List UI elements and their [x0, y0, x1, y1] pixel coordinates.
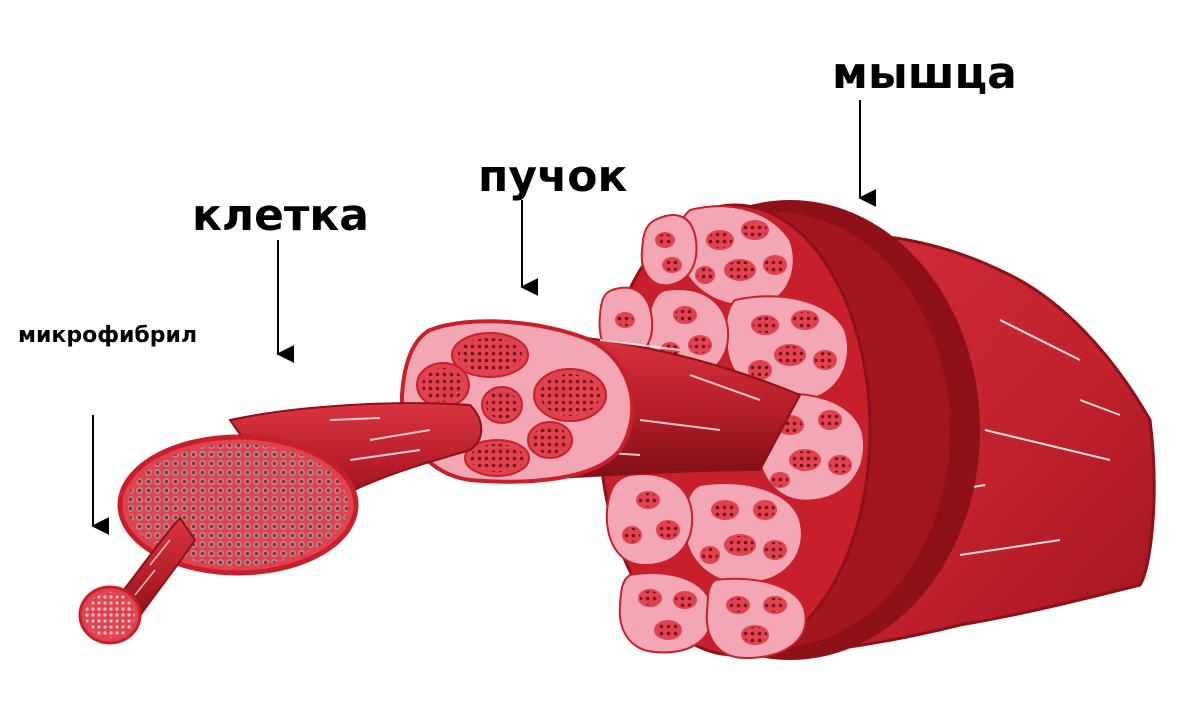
bundle-fibers [416, 332, 607, 477]
label-myofibril: микрофибрил [18, 323, 198, 348]
cell-striations [329, 417, 431, 461]
myofibril [78, 516, 197, 645]
pointer-arrows [91, 100, 877, 535]
label-cell: клетка [192, 190, 369, 241]
label-muscle: мышца [832, 48, 1017, 99]
fascicle [640, 214, 698, 287]
fascicle [676, 205, 795, 307]
fascicle [618, 572, 714, 654]
label-bundle: пучок [478, 151, 628, 202]
fascicle [705, 577, 807, 660]
fascicle [605, 473, 694, 567]
fascicle [683, 482, 803, 585]
muscle-striations [924, 319, 1121, 556]
muscle-fascicles [598, 205, 866, 660]
